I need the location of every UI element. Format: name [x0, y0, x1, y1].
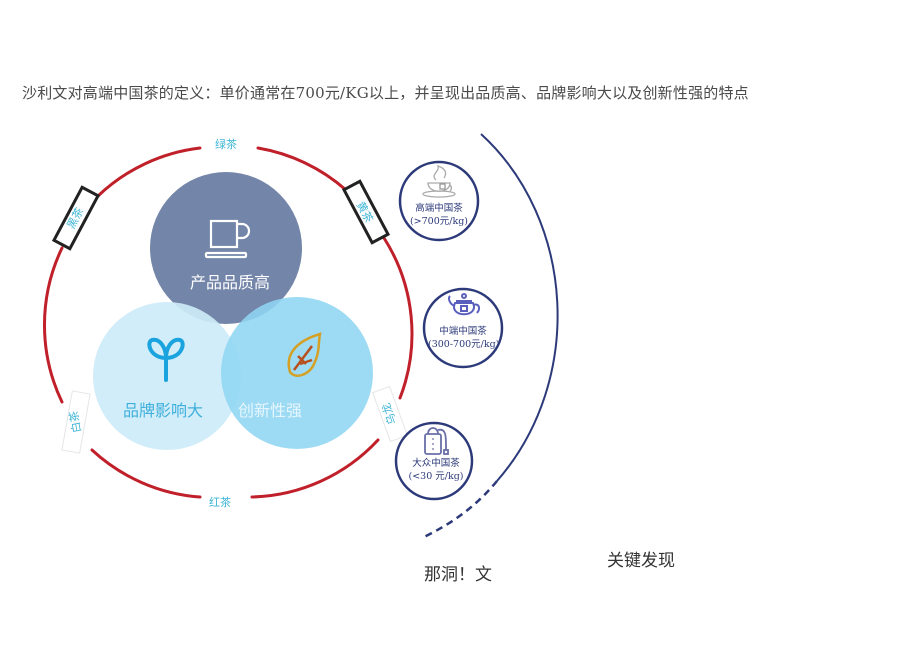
sprout-icon — [147, 337, 185, 382]
teabag-icon — [424, 427, 449, 455]
venn-label-innovation: 创新性强 — [238, 401, 303, 420]
tier-high-end-price: (>700元/kg) — [409, 216, 469, 227]
tier-high-end-name: 高端中国茶 — [415, 203, 463, 214]
venn-label-quality: 产品品质高 — [190, 273, 271, 292]
definition-headline: 沙利文对高端中国茶的定义：单价通常在700元/KG以上，并呈现出品质高、品牌影响… — [22, 84, 749, 102]
venn-circle-innovation — [221, 297, 373, 449]
tier-mid-end-name: 中端中国茶 — [439, 326, 487, 337]
tag-box-yellow-tea — [341, 179, 391, 245]
tier-mass-name: 大众中国茶 — [412, 458, 460, 469]
tag-box-oolong — [372, 385, 408, 443]
tea-label-green: 绿茶 — [215, 138, 237, 151]
teacup-steam-icon — [422, 164, 456, 198]
tier-mass-text: 大众中国茶 (<30 元/kg) — [404, 457, 468, 483]
tea-category-ring — [43, 146, 414, 499]
coffee-cup-icon — [204, 219, 251, 259]
market-arc — [480, 133, 559, 482]
teapot-icon — [448, 293, 481, 316]
venn-label-brand: 品牌影响大 — [123, 401, 204, 420]
tier-circle-mid-end — [422, 287, 504, 369]
footer-key-findings: 关键发现 — [607, 551, 675, 571]
tier-mid-end-price: (300-700元/kg) — [428, 339, 500, 350]
tea-label-red: 红茶 — [209, 496, 231, 509]
leaf-icon — [287, 332, 322, 377]
tier-circle-mass — [394, 421, 474, 501]
tier-circle-high-end — [398, 160, 480, 242]
tier-high-end-text: 高端中国茶 (>700元/kg) — [409, 202, 469, 228]
tier-mid-end-text: 中端中国茶 (300-700元/kg) — [428, 325, 500, 351]
tag-box-black-tea — [51, 185, 101, 251]
tier-mass-price: (<30 元/kg) — [408, 471, 464, 482]
footer-left-text: 那洞！文 — [424, 565, 492, 585]
tag-box-white-tea — [61, 390, 91, 454]
